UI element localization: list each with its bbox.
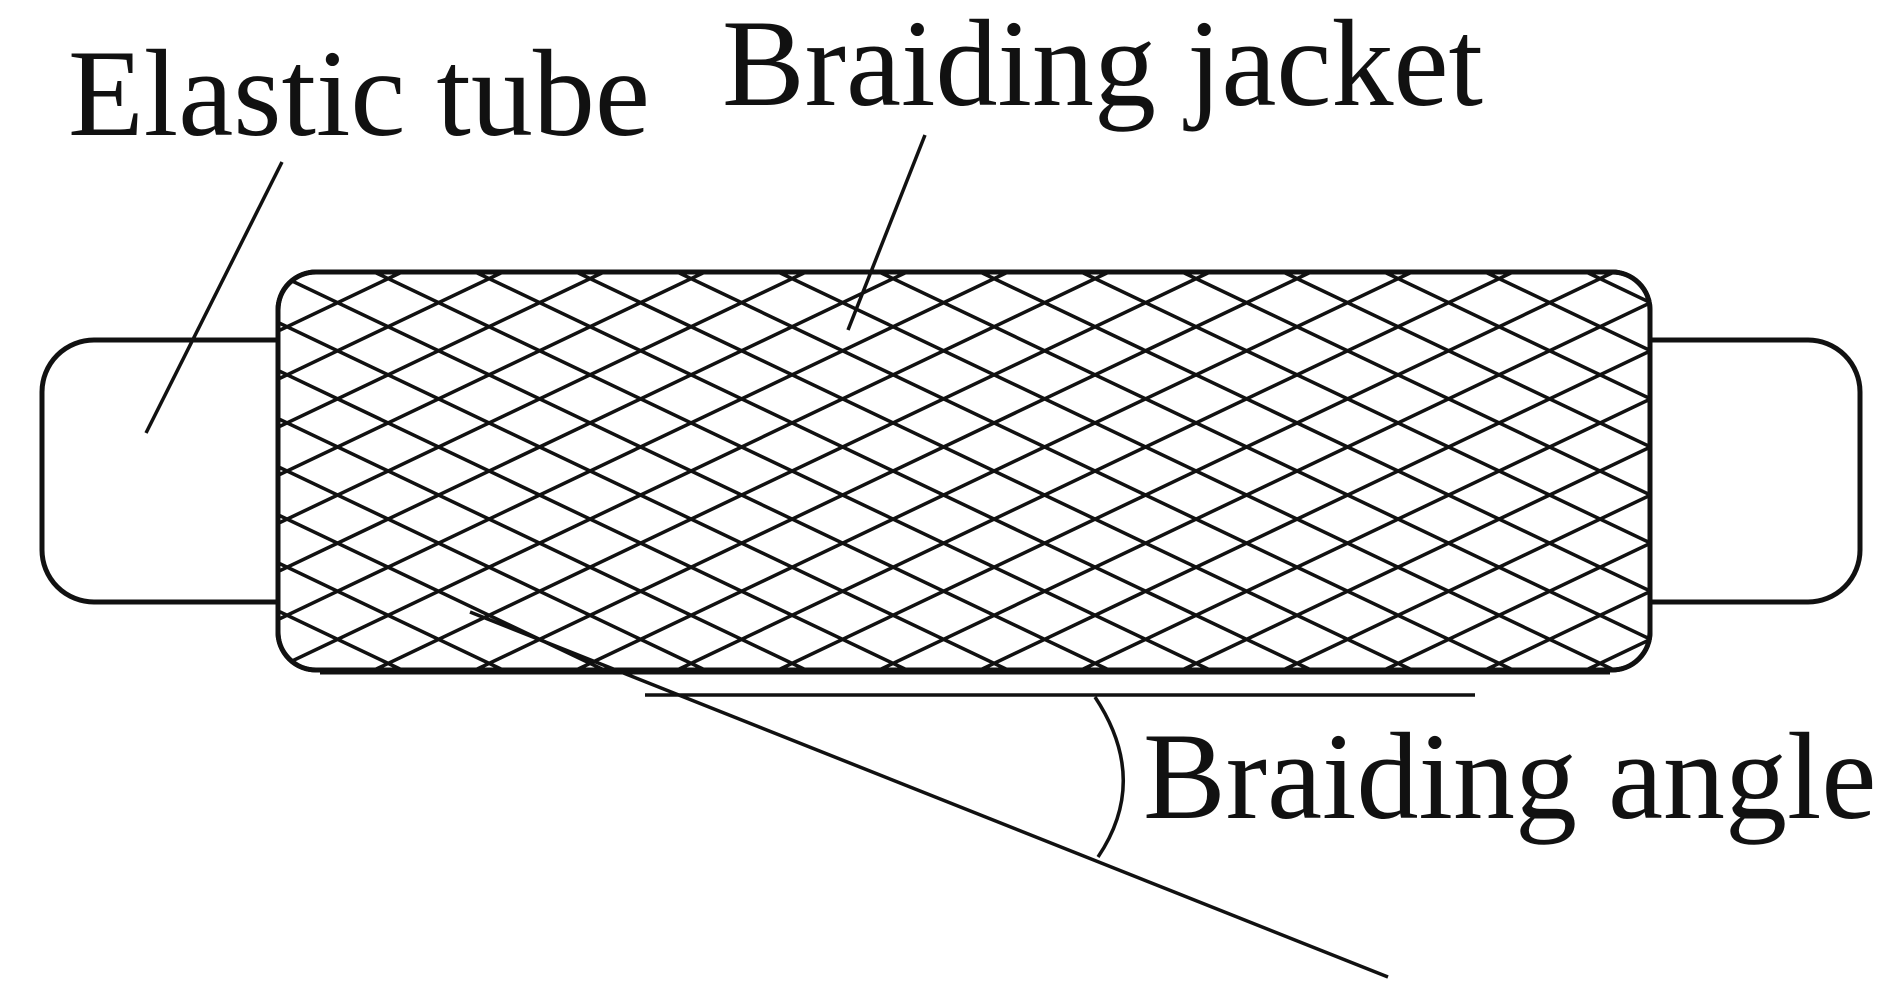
braiding-jacket: [275, 269, 1653, 673]
braid-strand: [278, 272, 1009, 670]
braid-strand: [278, 272, 504, 670]
angle-fiber-line: [469, 610, 1389, 979]
braid-strand: [676, 272, 1514, 670]
braid-strand: [777, 272, 1615, 670]
braid-strand: [278, 272, 807, 670]
elastic-tube-leader: [144, 161, 284, 434]
braid-strand: [278, 272, 504, 670]
braid-strand: [1383, 272, 1650, 670]
braiding-jacket-leader: [846, 134, 927, 331]
braid-strand: [373, 272, 1211, 670]
braid-strand: [1282, 272, 1650, 670]
braiding-angle-label: Braiding angle: [1143, 708, 1876, 845]
braiding-jacket-label: Braiding jacket: [722, 0, 1483, 132]
braid-strand: [278, 272, 1110, 670]
braiding-angle-arc: [1093, 696, 1125, 858]
braid-strand: [575, 272, 1413, 670]
braid-strand: [278, 272, 605, 670]
braid-strand: [278, 272, 706, 670]
braid-strand: [1484, 272, 1650, 670]
braid-strand: [278, 272, 605, 670]
braid-strand: [474, 272, 1312, 670]
braid-strand: [878, 272, 1650, 670]
braid-strand: [1889, 272, 1899, 670]
braid-mesh: [278, 272, 1899, 670]
braid-strand: [1282, 272, 1650, 670]
braid-strand: [1484, 272, 1650, 670]
braid-strand: [1889, 272, 1899, 670]
braid-strand: [1080, 272, 1650, 670]
braid-strand: [278, 272, 908, 670]
braid-strand: [1181, 272, 1650, 670]
braid-strand: [1383, 272, 1650, 670]
braid-strand: [979, 272, 1650, 670]
elastic-tube-label: Elastic tube: [68, 25, 650, 162]
